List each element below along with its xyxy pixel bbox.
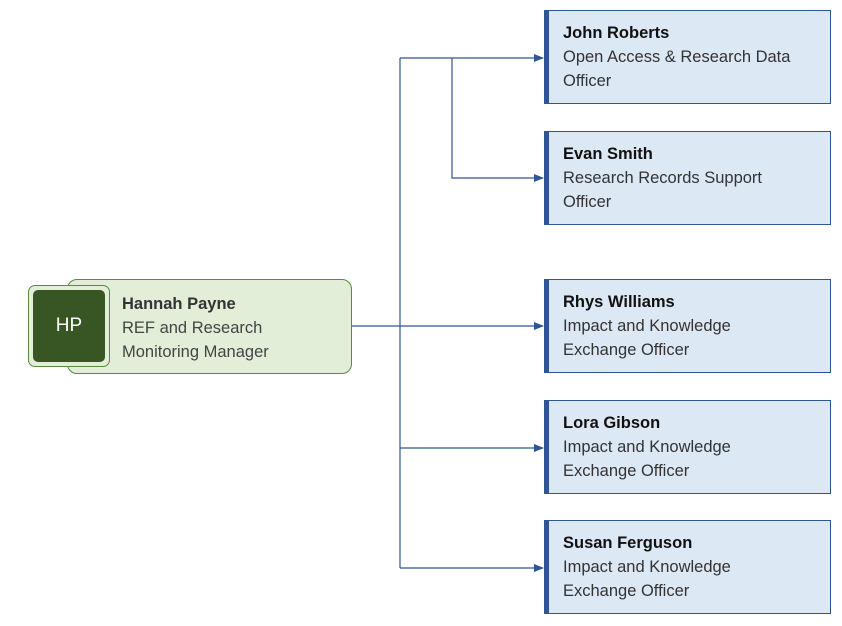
report-card-john-roberts[interactable]: John Roberts Open Access & Research Data… (544, 10, 831, 104)
connector-evan-smith (451, 58, 544, 182)
report-role-line-2: Exchange Officer (563, 582, 690, 600)
report-name: Lora Gibson (563, 414, 661, 432)
report-name: John Roberts (563, 24, 670, 42)
report-card-evan-smith[interactable]: Evan Smith Research Records Support Offi… (544, 131, 831, 225)
report-role-line-2: Exchange Officer (563, 462, 690, 480)
report-name: Rhys Williams (563, 293, 675, 311)
report-role-line-2: Officer (563, 72, 612, 90)
manager-name: Hannah Payne (122, 295, 236, 313)
report-card-lora-gibson[interactable]: Lora Gibson Impact and Knowledge Exchang… (544, 400, 831, 494)
report-card-rhys-williams[interactable]: Rhys Williams Impact and Knowledge Excha… (544, 279, 831, 373)
report-role-line-1: Open Access & Research Data (563, 48, 791, 66)
manager-avatar: HP (33, 290, 105, 362)
report-name: Evan Smith (563, 145, 653, 163)
report-role-line-1: Impact and Knowledge (563, 438, 731, 456)
manager-text: Hannah Payne REF and Research Monitoring… (122, 292, 348, 364)
report-role-line-1: Impact and Knowledge (563, 558, 731, 576)
report-card-susan-ferguson[interactable]: Susan Ferguson Impact and Knowledge Exch… (544, 520, 831, 614)
report-role-line-2: Exchange Officer (563, 341, 690, 359)
manager-role-line-1: REF and Research (122, 319, 263, 337)
report-role-line-1: Research Records Support (563, 169, 763, 187)
report-name: Susan Ferguson (563, 534, 693, 552)
report-role-line-2: Officer (563, 193, 612, 211)
manager-role-line-2: Monitoring Manager (122, 343, 269, 361)
report-role-line-1: Impact and Knowledge (563, 317, 731, 335)
